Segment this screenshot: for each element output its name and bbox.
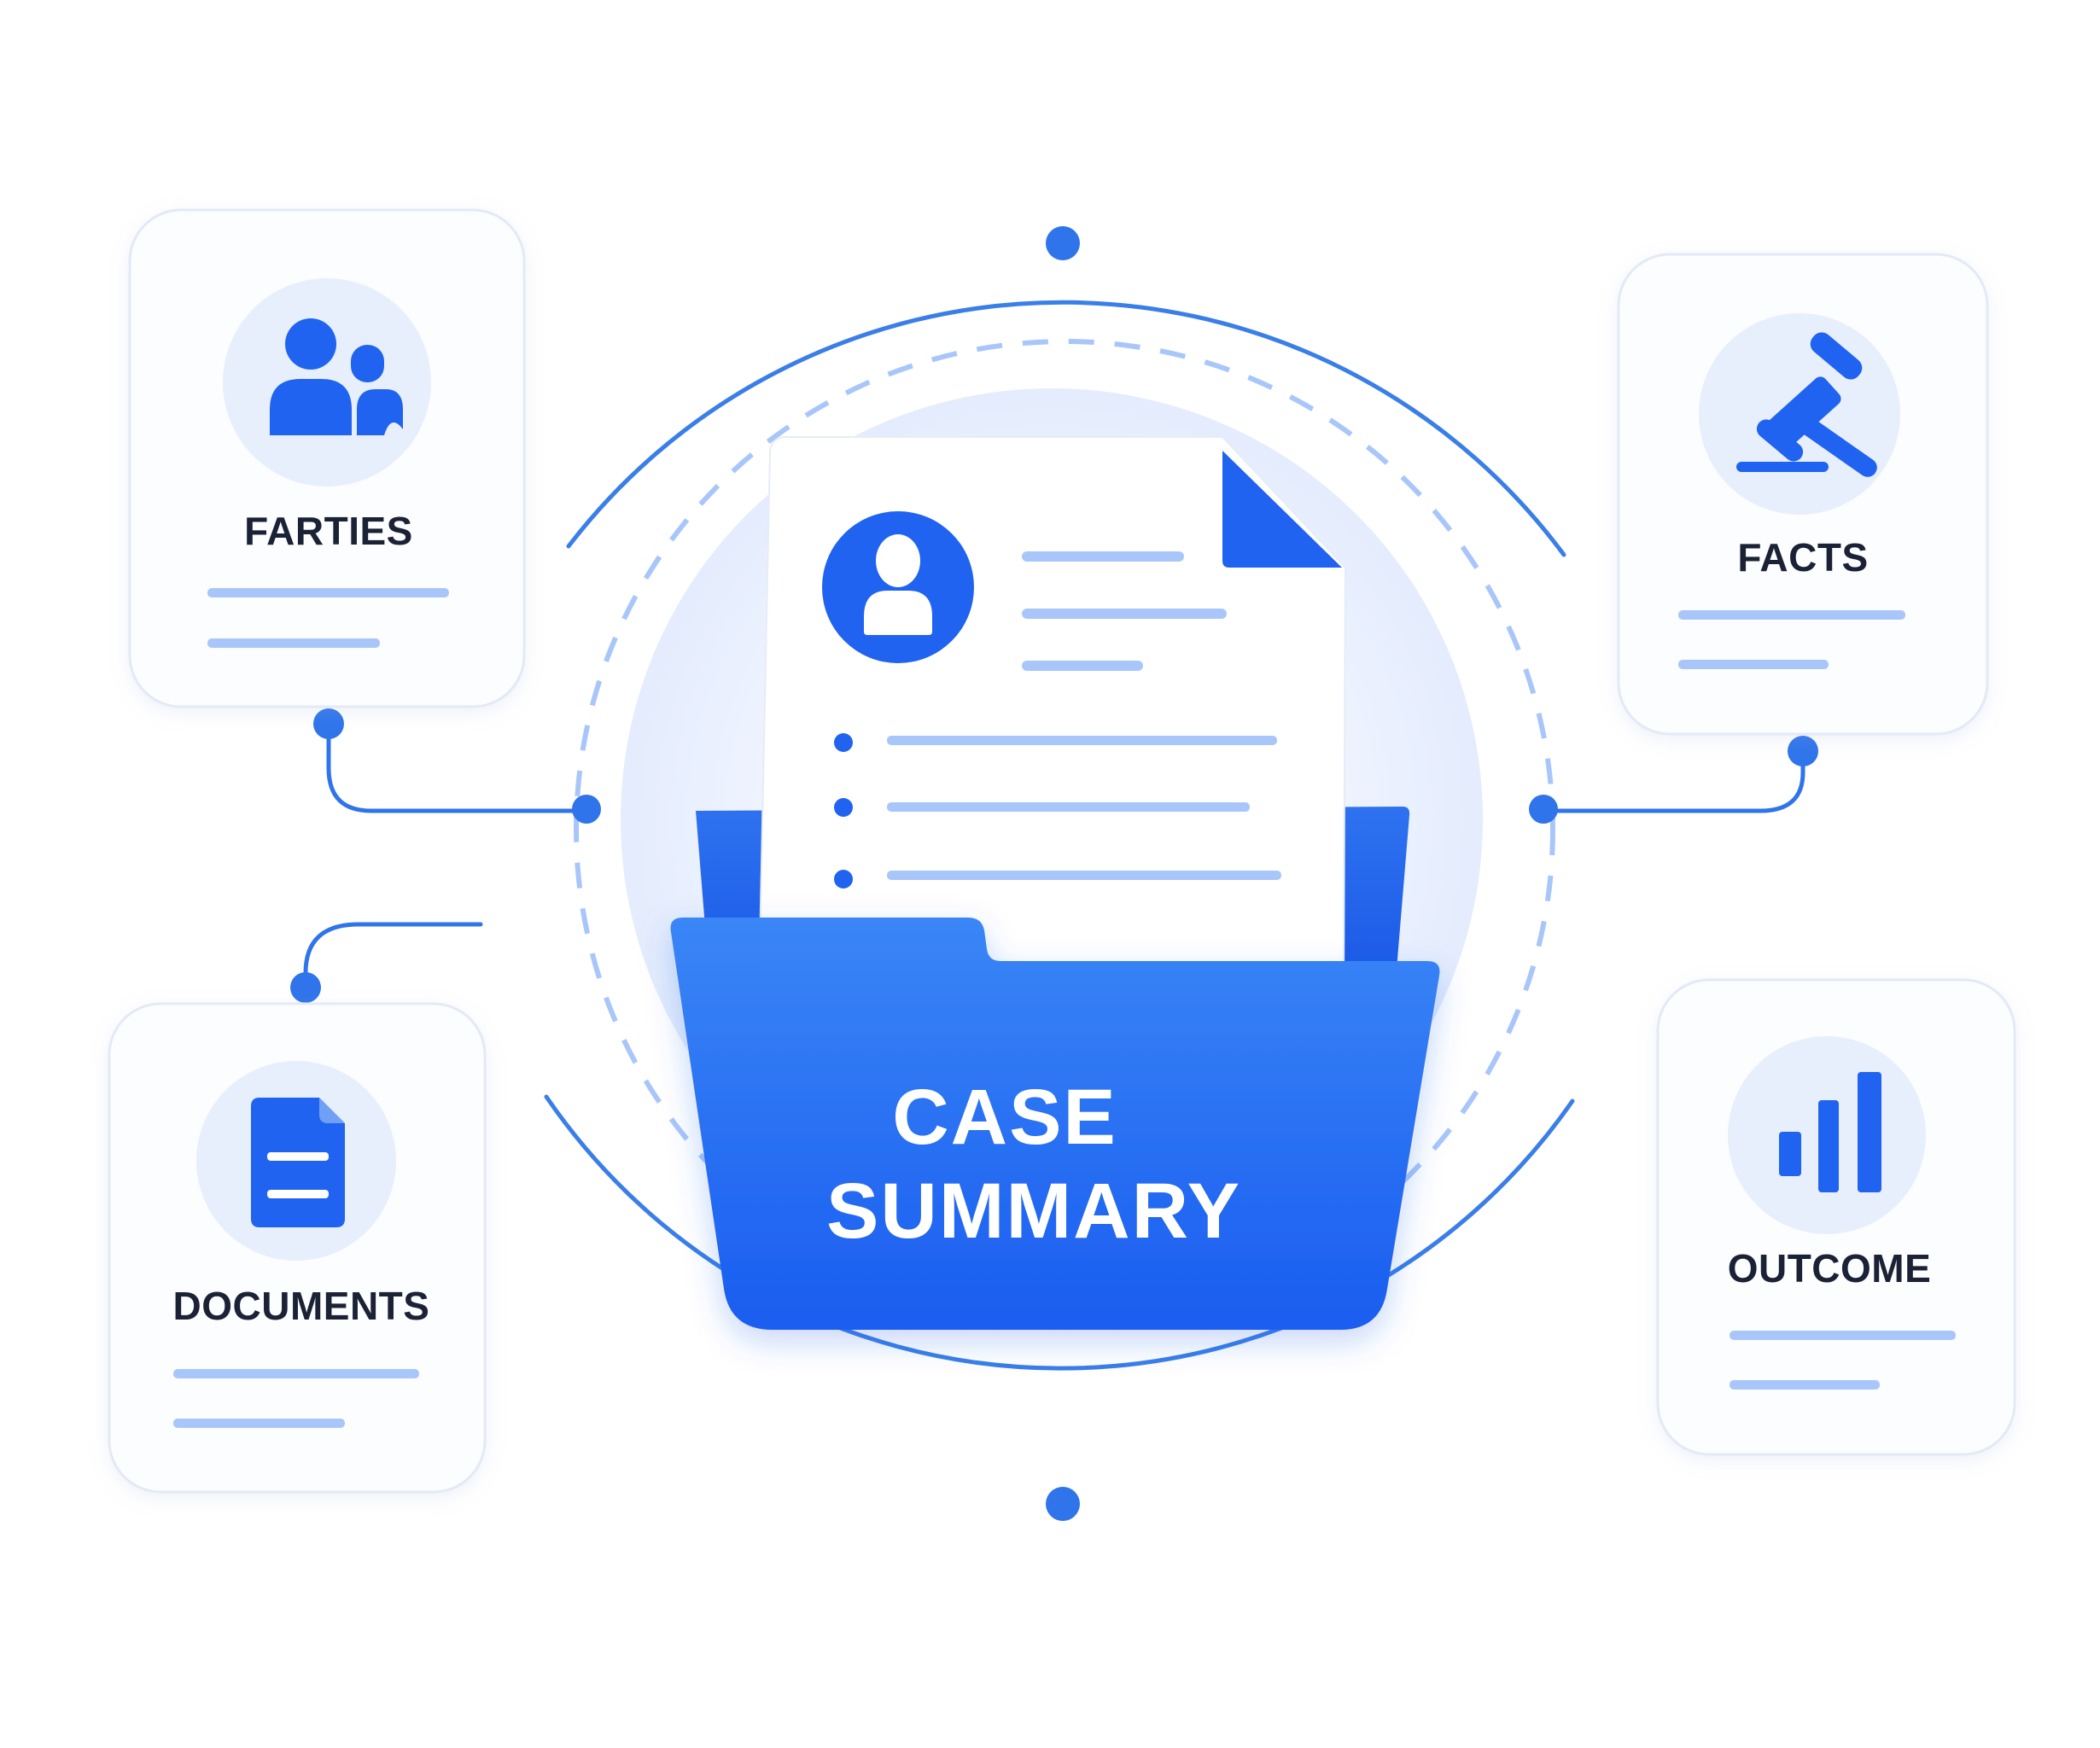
document-header-line-2 — [1022, 609, 1227, 619]
document-list-line-1 — [887, 736, 1277, 745]
connector-documents-dot — [290, 972, 321, 1003]
document-header-line-3 — [1022, 661, 1143, 671]
outcome-line-1 — [1730, 1331, 1956, 1340]
gavel-icon — [1736, 332, 1877, 477]
user-icon — [864, 534, 932, 635]
bar-chart-icon — [1779, 1072, 1881, 1192]
documents-line-1 — [173, 1369, 419, 1378]
facts-label: FACTS — [1737, 535, 1868, 580]
folder-front — [670, 918, 1440, 1330]
inner-dashed-ring — [574, 339, 1555, 1320]
document-bullet-1 — [834, 733, 853, 752]
connector-facts-dot — [1788, 736, 1818, 766]
ring-node-bottom — [1046, 1487, 1080, 1521]
parties-line-2 — [207, 638, 380, 648]
document-corner-fold — [1222, 451, 1342, 568]
parties-label: FARTIES — [244, 509, 413, 553]
document-bullet-3 — [834, 870, 853, 889]
document-icon — [251, 1098, 345, 1227]
outcome-label: OUTCOME — [1728, 1246, 1932, 1291]
folder-title-line-1: CASE — [892, 1074, 1117, 1161]
connector-facts — [1541, 749, 1805, 813]
outcome-line-2 — [1730, 1380, 1880, 1390]
facts-line-2 — [1678, 660, 1829, 669]
outer-ring-top-arc — [566, 300, 1566, 557]
document-list-line-3 — [887, 871, 1281, 880]
connector-documents — [303, 922, 483, 991]
ring-node-top — [1046, 226, 1080, 260]
document-bullet-2 — [834, 798, 853, 817]
case-document — [757, 436, 1347, 991]
documents-label: DOCUMENTS — [173, 1284, 430, 1328]
folder-title-line-2: SUMMARY — [826, 1168, 1241, 1255]
document-list-line-2 — [887, 802, 1250, 812]
connector-parties-dot — [313, 708, 344, 739]
documents-line-2 — [173, 1419, 345, 1428]
people-icon — [270, 318, 403, 435]
outer-ring-bottom-arc — [544, 1094, 1575, 1371]
facts-line-1 — [1678, 610, 1905, 620]
document-header-line-1 — [1022, 551, 1184, 562]
connector-parties — [326, 723, 589, 813]
parties-line-1 — [207, 588, 449, 597]
